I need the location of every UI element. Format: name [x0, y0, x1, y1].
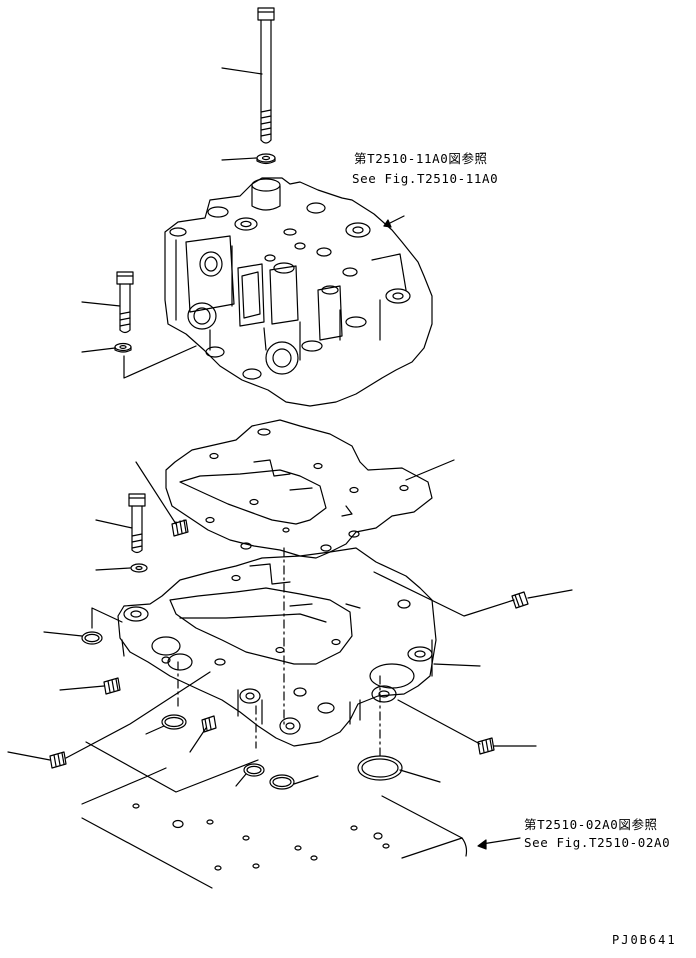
- leader-oring-left-upper: [43, 631, 83, 637]
- plug-lower-mid: [201, 715, 217, 733]
- plug-right-lower: [477, 737, 495, 755]
- assembly-lines-bottom: [85, 699, 361, 793]
- gasket-plate: [165, 419, 433, 559]
- leader-plug-lower-left: [7, 751, 51, 761]
- base-plate-edge-hook: [461, 837, 468, 857]
- washer-second: [130, 563, 148, 573]
- leader-base-plate: [481, 837, 521, 845]
- small-bolt: [116, 271, 134, 334]
- leader-base-plate-arrow: [477, 839, 487, 850]
- plug-upper-left: [171, 519, 189, 537]
- bolt-second: [128, 493, 146, 554]
- leader-long-bolt: [221, 67, 263, 75]
- leader-oring-lower-left: [145, 725, 165, 735]
- plug-right-upper: [511, 591, 529, 609]
- assembly-line-right: [373, 571, 515, 617]
- leader-oring-small-bottom: [235, 773, 247, 787]
- assembly-line-right-lower: [397, 699, 481, 745]
- leader-upper-body-arrow: [383, 219, 392, 228]
- lower-valve-body: [117, 547, 437, 747]
- leader-oring-large-bottom: [399, 769, 441, 783]
- leader-plug-left-mid: [59, 685, 105, 691]
- assembly-line-left: [65, 671, 211, 759]
- leader-oring-mid-bottom: [293, 775, 319, 785]
- plug-left-mid: [103, 677, 121, 695]
- oring-large-bottom: [357, 755, 403, 781]
- leader-small-bolt: [81, 301, 121, 307]
- oring-small-bottom: [243, 763, 265, 777]
- oring-lower-left: [161, 714, 187, 730]
- leader-bolt-second: [95, 519, 133, 529]
- upper-valve-body: [164, 177, 433, 407]
- washer-top: [256, 153, 276, 165]
- plug-lower-left: [49, 751, 67, 769]
- ref-lower-en: See Fig.T2510-02A0: [524, 835, 671, 850]
- leader-washer-mid: [81, 347, 116, 353]
- leader-plug-upper-left: [135, 461, 177, 525]
- leader-plug-right-upper: [527, 589, 573, 599]
- leader-washer-second: [95, 567, 131, 571]
- leader-washer-top: [221, 157, 257, 161]
- assembly-line-oring-left: [91, 607, 123, 629]
- ref-lower-jp: 第T2510-02A0図参照: [524, 817, 658, 832]
- base-plate: [81, 767, 463, 889]
- leader-plug-lower-mid: [189, 727, 207, 753]
- dashed-centerlines: [177, 547, 381, 757]
- washer-mid: [114, 342, 132, 353]
- ref-upper-en: See Fig.T2510-11A0: [352, 171, 499, 186]
- leader-to-body: [123, 345, 197, 379]
- drawing-code: PJ0B641: [612, 933, 677, 947]
- oring-mid-bottom: [269, 774, 295, 790]
- ref-upper-jp: 第T2510-11A0図参照: [354, 151, 488, 166]
- oring-left-upper: [81, 631, 103, 645]
- leader-lower-body: [433, 663, 481, 667]
- leader-gasket: [405, 459, 455, 481]
- long-bolt: [257, 7, 275, 144]
